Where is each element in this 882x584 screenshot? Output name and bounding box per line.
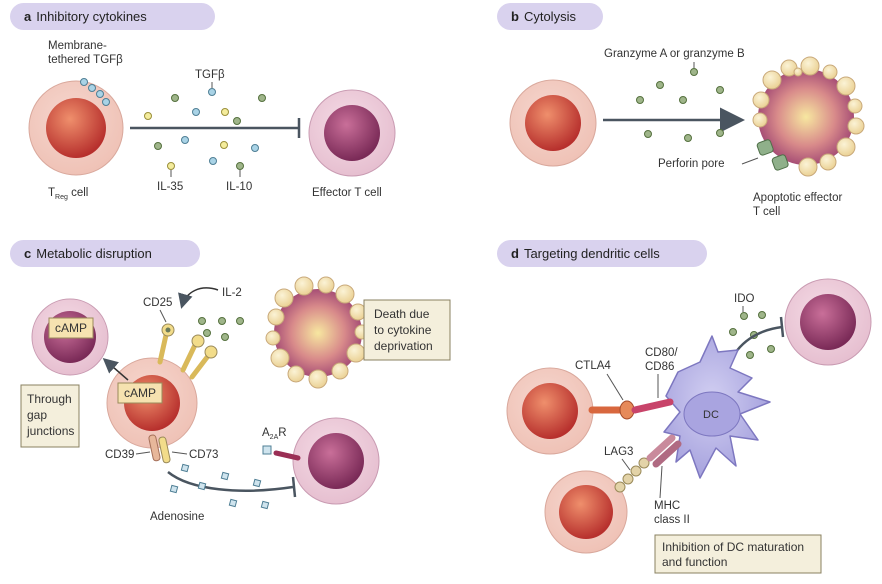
a2a-receptor-label: A2AR [262,427,287,441]
treg-cell-d-bottom [544,470,628,554]
ctla4-cd80-interaction [588,398,674,420]
treg-cell-d-top [506,367,594,455]
treg-cell-label: TReg cell [48,187,88,201]
mhc-label: MHC [654,500,680,512]
effector-cell-d [784,278,872,366]
cd25-receptors [157,323,218,380]
lag3-label: LAG3 [604,446,633,458]
tgfb-label: TGFβ [195,69,225,81]
svg-text:gap: gap [27,408,47,422]
il2-dots [198,317,244,341]
granzyme-label: Granzyme A or granzyme B [604,48,745,60]
granzyme-dots [636,68,724,142]
cd80-label: CD80/ [645,347,678,359]
adenosine-squares [169,463,270,510]
gap-junctions-box: Through gap junctions [20,384,80,448]
panel-d-title-pill [497,240,707,267]
cytokine-dots-a [144,88,266,170]
apoptotic-label: Apoptotic effector [753,192,842,204]
cd80-label-2: CD86 [645,361,674,373]
death-box: Death due to cytokine deprivation [363,299,451,361]
svg-text:Inhibition of DC maturation: Inhibition of DC maturation [662,540,804,554]
ctla4-label: CTLA4 [575,360,611,372]
cd25-label: CD25 [143,297,172,309]
il10-label: IL-10 [226,181,252,193]
effector-t-cell-a [308,89,396,177]
svg-text:Through: Through [27,392,72,406]
camp-top-label: cAMP [55,321,87,335]
dendritic-cell: DC [663,335,771,479]
lag3-mhc-interaction [614,434,682,493]
apoptotic-label-2: T cell [753,206,780,218]
svg-text:and function: and function [662,555,727,569]
dc-inhibition-box: Inhibition of DC maturation and function [654,534,822,574]
effector-t-cell-label: Effector T cell [312,187,382,199]
il35-label: IL-35 [157,181,183,193]
mhc-label-2: class II [654,514,690,526]
dc-label: DC [703,409,719,421]
camp-mid-label: cAMP [124,386,156,400]
adenosine-label: Adenosine [150,511,204,523]
treg-cell-c: cAMP [106,357,198,449]
perforin-pore-label: Perforin pore [658,158,724,170]
effector-cell-a2ar [262,417,380,505]
svg-text:junctions: junctions [26,424,74,438]
svg-text:to cytokine: to cytokine [374,323,432,337]
cd39-label: CD39 [105,449,134,461]
effector-cell-camp: cAMP [31,298,109,376]
cd73-label: CD73 [189,449,218,461]
membrane-tgfb-label-2: tethered TGFβ [48,54,123,66]
cd39-cd73-enzymes [148,434,171,464]
svg-text:Death due: Death due [374,307,430,321]
membrane-tgfb-label: Membrane- [48,40,107,52]
svg-text:deprivation: deprivation [374,339,433,353]
ido-label: IDO [734,293,755,305]
panel-c-title-pill [10,240,200,267]
treg-cell [28,78,124,176]
panel-b-title-pill [497,3,603,30]
adenosine-inhibition-arrow [167,471,294,492]
panel-a-title-pill [10,3,215,30]
il2-label: IL-2 [222,287,242,299]
apoptotic-effector-cell [752,56,865,177]
deprived-cell [265,276,370,389]
treg-cell-b [509,79,597,167]
